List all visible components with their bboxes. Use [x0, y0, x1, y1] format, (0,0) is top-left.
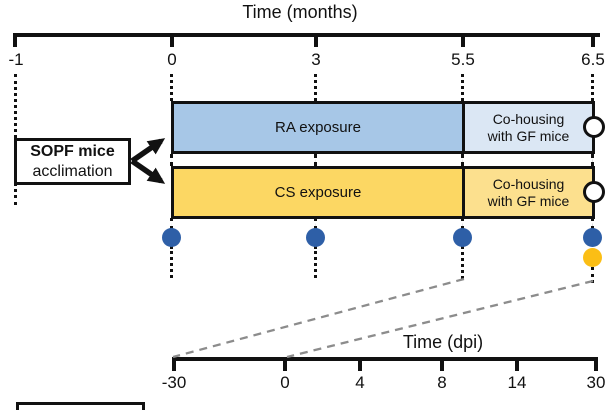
- arrow-to-ra-bar: [130, 138, 166, 164]
- sampling-dot-blue: [583, 228, 602, 247]
- dotted-guide-line: [314, 154, 317, 166]
- sopf-acclimation-box: SOPF mice acclimation: [14, 138, 131, 185]
- ra-cohousing-label: Co-housing with GF mice: [487, 110, 570, 144]
- bottom-axis-tick-label: 4: [355, 373, 365, 392]
- bottom-axis-title: Time (dpi): [402, 332, 484, 352]
- dotted-guide-line: [591, 218, 594, 229]
- bottom-axis-line: [172, 357, 598, 361]
- sampling-dot-blue: [453, 228, 472, 247]
- ra-cohousing-bar: Co-housing with GF mice: [462, 101, 595, 154]
- top-axis-tick: [314, 33, 318, 47]
- bottom-axis-tick: [440, 357, 444, 371]
- dotted-guide-line: [314, 246, 317, 278]
- sopf-box-line1: SOPF mice: [30, 142, 115, 160]
- dotted-guide-line: [170, 74, 173, 101]
- top-axis-tick-label: 5.5: [451, 50, 475, 69]
- cs-cohousing-bar: Co-housing with GF mice: [462, 166, 595, 219]
- top-axis-tick-label: -1: [8, 50, 24, 69]
- cs-cohousing-label: Co-housing with GF mice: [487, 175, 570, 209]
- top-axis-tick-label: 3: [311, 50, 321, 69]
- dotted-guide-line: [591, 74, 594, 101]
- dotted-guide-line: [170, 246, 173, 278]
- legend-box-partial: [16, 402, 145, 410]
- top-axis-tick: [461, 33, 465, 47]
- dotted-guide-line: [591, 267, 594, 283]
- top-axis-tick: [591, 33, 595, 47]
- sampling-dot-blue: [162, 228, 181, 247]
- top-axis-tick-label: 0: [167, 50, 177, 69]
- bottom-axis-tick-label: 30: [586, 373, 606, 392]
- bottom-axis-tick: [358, 357, 362, 371]
- bottom-axis-tick: [594, 357, 598, 371]
- dotted-guide-line: [170, 218, 173, 229]
- arrow-to-cs-bar: [130, 158, 166, 184]
- dotted-guide-line: [461, 154, 464, 166]
- sampling-dot-yellow: [583, 248, 602, 267]
- cs-exposure-label: CS exposure: [274, 184, 362, 201]
- cs-exposure-bar: CS exposure: [171, 166, 465, 219]
- dotted-guide-line: [314, 74, 317, 101]
- dotted-guide-line: [314, 218, 317, 229]
- dotted-guide-line: [170, 154, 173, 166]
- bottom-axis-tick-label: 0: [280, 373, 290, 392]
- top-axis-tick: [170, 33, 174, 47]
- top-axis-line: [13, 33, 600, 37]
- dotted-guide-line: [461, 218, 464, 229]
- top-axis-tick-label: 6.5: [581, 50, 605, 69]
- dotted-guide-line: [461, 74, 464, 101]
- bottom-axis-tick-label: -30: [161, 373, 187, 392]
- sopf-box-line2: acclimation: [32, 162, 113, 180]
- bottom-axis-tick: [283, 357, 287, 371]
- bottom-axis-tick: [515, 357, 519, 371]
- sampling-dot-blue: [306, 228, 325, 247]
- dotted-guide-line: [461, 246, 464, 279]
- top-axis-tick: [13, 33, 17, 47]
- bottom-axis-tick-label: 8: [437, 373, 447, 392]
- ra-exposure-label: RA exposure: [275, 119, 361, 136]
- bottom-axis-tick: [172, 357, 176, 371]
- cs-endpoint-circle: [583, 181, 605, 203]
- top-axis-title: Time (months): [242, 2, 358, 22]
- bottom-axis-tick-label: 14: [507, 373, 527, 392]
- ra-endpoint-circle: [583, 116, 605, 138]
- ra-exposure-bar: RA exposure: [171, 101, 465, 154]
- dotted-guide-line: [591, 154, 594, 166]
